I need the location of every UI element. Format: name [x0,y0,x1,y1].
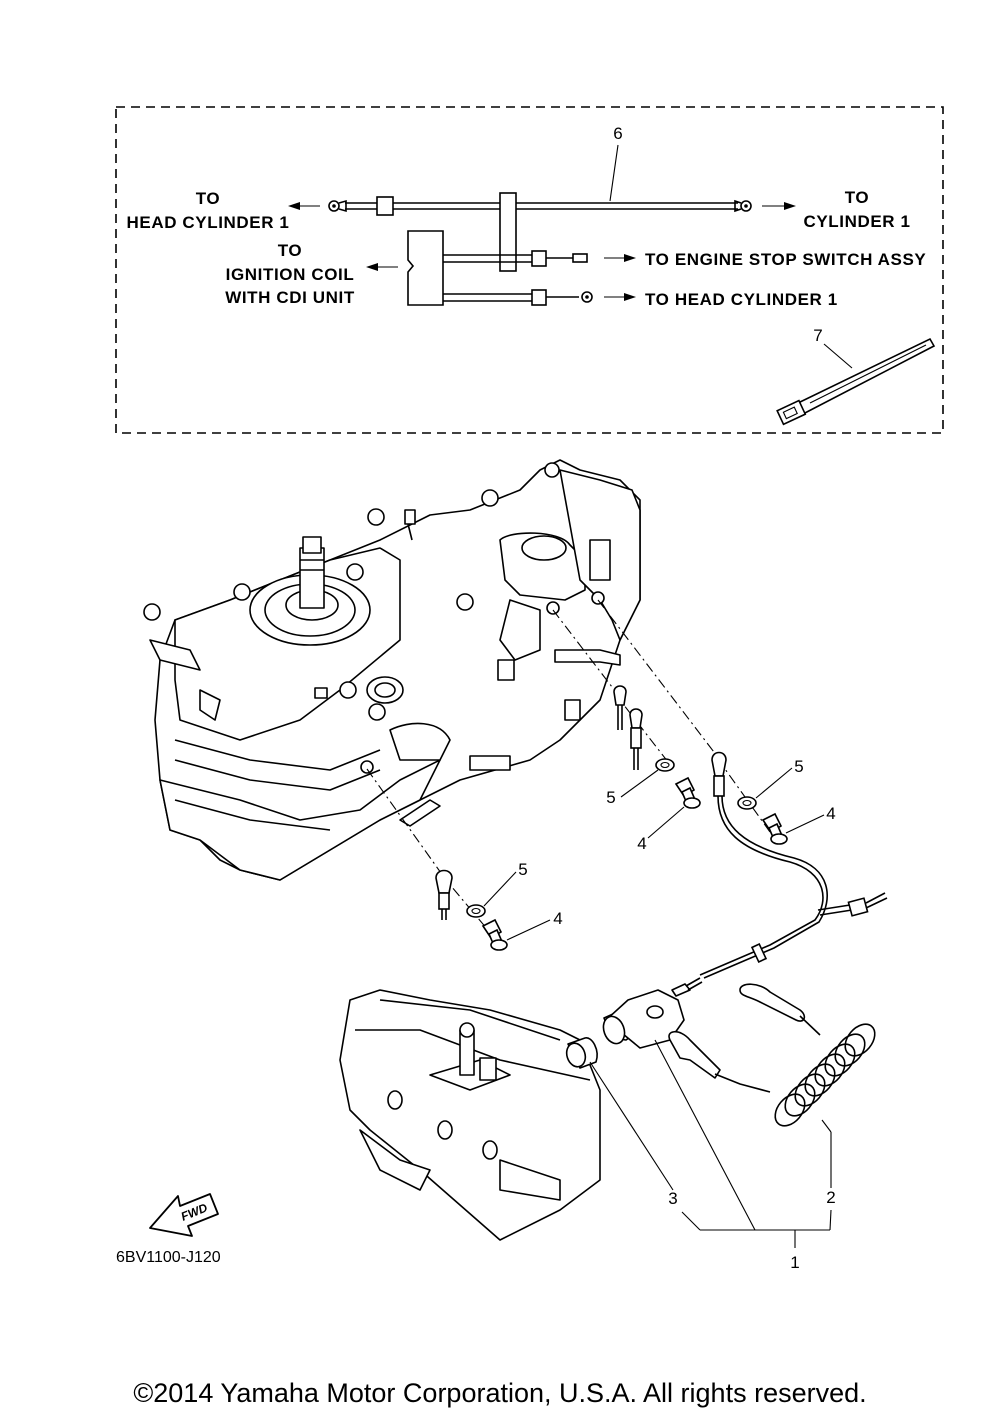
callout-2: 2 [826,1188,835,1207]
label-head-cylinder-1: HEAD CYLINDER 1 [127,213,290,232]
engine-stop-switch [565,977,876,1127]
cable-tie-7 [776,337,936,426]
callout-4c: 4 [553,909,562,928]
callout-4b: 4 [826,804,835,823]
callout-3: 3 [668,1189,677,1208]
callout-4a: 4 [637,834,646,853]
callout-1: 1 [790,1253,799,1272]
callout-5b: 5 [794,757,803,776]
label-to-cylinder-1: TO [845,188,870,207]
callout-7: 7 [813,326,822,345]
label-to-ignition: TO [278,241,303,260]
label-cylinder-1: CYLINDER 1 [803,212,910,231]
arrow-left-ignition-coil [366,263,398,271]
label-ignition-coil: IGNITION COIL [226,265,355,284]
callout-6: 6 [613,124,622,143]
ground-leads-and-fasteners [366,599,888,979]
arrow-right-engine-stop [604,254,636,262]
label-to-engine-stop-switch: TO ENGINE STOP SWITCH ASSY [645,250,926,269]
arrow-right-head-cylinder [604,293,636,301]
bottom-cowling [339,989,601,1241]
label-with-cdi-unit: WITH CDI UNIT [225,288,355,307]
callout-5c: 5 [518,860,527,879]
diagram-code: 6BV1100-J120 [116,1249,221,1266]
arrow-left-head-cylinder [288,202,320,210]
copyright-notice: ©2014 Yamaha Motor Corporation, U.S.A. A… [133,1378,867,1408]
label-to-head-cylinder-bottom: TO HEAD CYLINDER 1 [645,290,838,309]
label-to-head-cylinder-1: TO [196,189,221,208]
fwd-arrow-icon: FWD [149,1193,219,1237]
engine-block [143,459,641,881]
arrow-right-cylinder [762,202,796,210]
wire-harness-inset: TO HEAD CYLINDER 1 TO CYLINDER 1 TO IGNI… [115,106,944,434]
callouts: 5 4 5 4 5 4 3 2 1 [483,757,836,1272]
callout-5a: 5 [606,788,615,807]
